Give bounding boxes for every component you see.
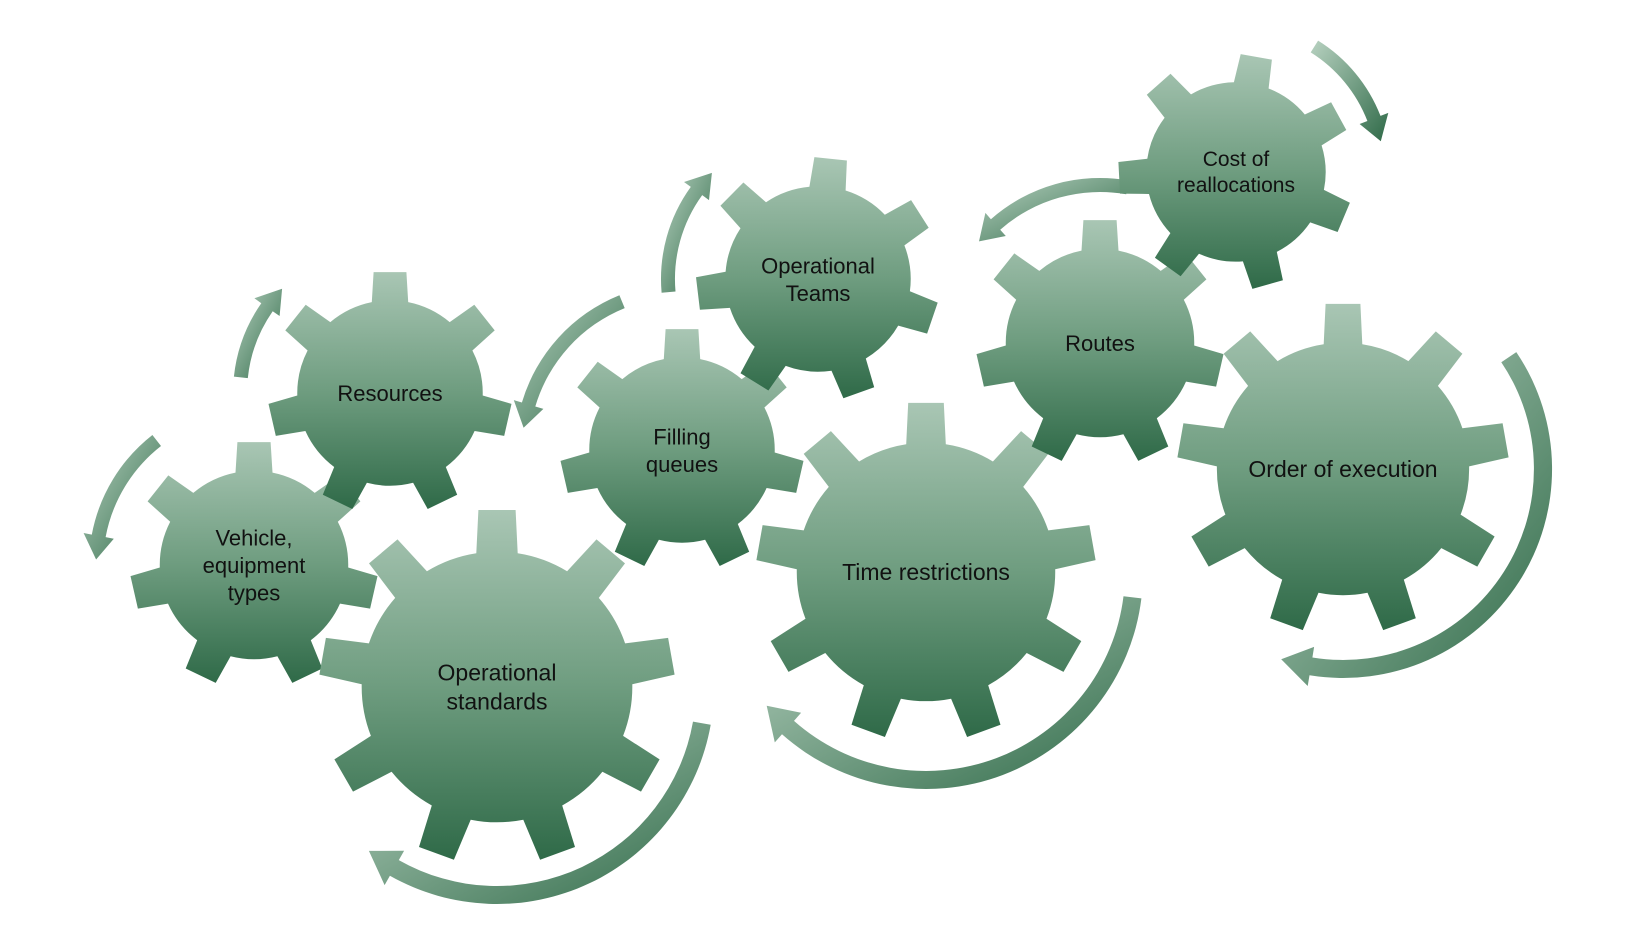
gear-routes: Routes: [976, 220, 1224, 461]
cycle-arrows: [83, 40, 1553, 904]
gear-shape: [130, 442, 378, 683]
arrow-filling-icon: [513, 295, 625, 428]
gear-label-line: reallocations: [1177, 174, 1295, 197]
gear-label: Resources: [337, 381, 442, 406]
arrow-resources-icon: [233, 288, 283, 379]
gear-shape: [756, 402, 1096, 737]
gear-label-line: Vehicle,: [215, 525, 292, 550]
gear-label-line: Order of execution: [1248, 456, 1437, 482]
gear-label-line: Operational: [438, 660, 557, 686]
gear-label-line: types: [228, 580, 281, 605]
arrow-standards-icon: [368, 721, 711, 904]
gear-shape: [696, 157, 938, 399]
arrow-order-icon: [1281, 352, 1553, 686]
gear-cost-of-reallocations: Cost of reallocations: [1118, 54, 1350, 289]
gear-label: Routes: [1065, 331, 1135, 356]
gear-shape: [560, 329, 804, 566]
gear-label-line: Cost of: [1203, 147, 1270, 170]
arrow-time-icon: [766, 596, 1142, 789]
gear-time-restrictions: Time restrictions: [756, 402, 1096, 737]
gear-order-of-execution: Order of execution: [1177, 303, 1509, 631]
gear-shape: [1118, 54, 1350, 289]
arrow-cost-icon: [1310, 40, 1389, 142]
gear-label-line: equipment: [203, 553, 306, 578]
gear-shape: [268, 272, 512, 509]
gear-shape: [319, 510, 675, 860]
gear-label-line: standards: [446, 688, 547, 714]
gear-resources: Resources: [268, 272, 512, 509]
gear-label: Time restrictions: [842, 559, 1010, 585]
gear-label-line: Teams: [786, 280, 851, 305]
gear-label-line: Operational: [761, 253, 875, 278]
arrow-routes-icon: [979, 177, 1129, 242]
gear-label-line: Filling: [653, 424, 710, 449]
gear-label: Cost of reallocations: [1177, 147, 1295, 196]
gear-label-line: Time restrictions: [842, 559, 1010, 585]
gear-label-line: Resources: [337, 381, 442, 406]
gear-shape: [976, 220, 1224, 461]
gear-label-line: Routes: [1065, 331, 1135, 356]
gear-shape: [1177, 303, 1509, 631]
arrow-teams-icon: [660, 172, 712, 293]
arrow-vehicle-icon: [83, 435, 161, 560]
gear-label: Order of execution: [1248, 456, 1437, 482]
gear-label-line: queues: [646, 451, 718, 476]
